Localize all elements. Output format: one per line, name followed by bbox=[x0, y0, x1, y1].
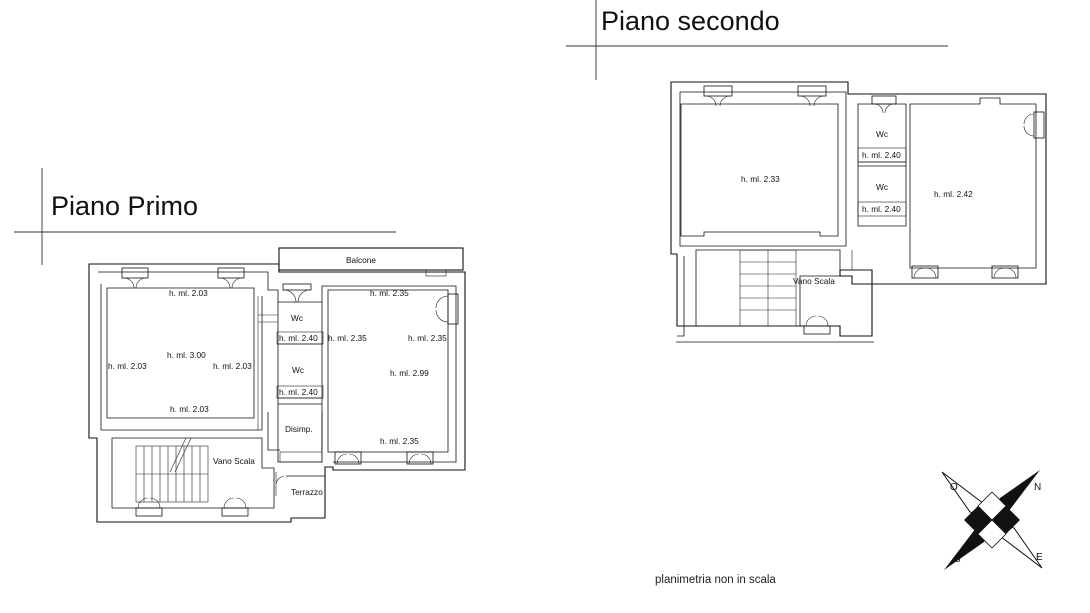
floor2-title: Piano secondo bbox=[601, 6, 780, 36]
height-label: h. ml. 2.35 bbox=[408, 333, 447, 343]
wc-height: h. ml. 2.40 bbox=[279, 387, 318, 397]
compass-south: S bbox=[954, 554, 961, 565]
floor1-stairwell bbox=[111, 437, 275, 509]
height-label: h. ml. 2.03 bbox=[108, 361, 147, 371]
height-label: h. ml. 2.03 bbox=[170, 404, 209, 414]
floor1-title-block: Piano Primo bbox=[14, 168, 396, 265]
window-icon bbox=[282, 283, 312, 303]
window-icon bbox=[135, 497, 163, 517]
floor1-outer-wall bbox=[88, 263, 466, 523]
window-icon bbox=[991, 265, 1019, 279]
wc-label: Wc bbox=[292, 365, 304, 375]
window-icon bbox=[871, 95, 897, 114]
height-label: h. ml. 2.03 bbox=[169, 288, 208, 298]
compass-north: N bbox=[1034, 482, 1041, 493]
window-icon bbox=[803, 315, 831, 335]
balcony bbox=[278, 247, 464, 271]
stair-label: Vano Scala bbox=[793, 276, 835, 286]
window-icon bbox=[703, 85, 733, 107]
door-icon bbox=[275, 472, 285, 496]
height-label: h. ml. 2.35 bbox=[370, 288, 409, 298]
height-label: h. ml. 2.99 bbox=[390, 368, 429, 378]
floor1-title: Piano Primo bbox=[51, 191, 198, 221]
stair-label: Vano Scala bbox=[213, 456, 255, 466]
height-label: h. ml. 2.35 bbox=[328, 333, 367, 343]
wc-height: h. ml. 2.40 bbox=[862, 150, 901, 160]
wc-label: Wc bbox=[876, 129, 888, 139]
window-icon bbox=[121, 267, 149, 289]
height-label: h. ml. 2.35 bbox=[380, 436, 419, 446]
height-label: h. ml. 3.00 bbox=[167, 350, 206, 360]
floor2-left-room bbox=[680, 103, 839, 237]
height-label: h. ml. 2.03 bbox=[213, 361, 252, 371]
floor1-plan: Balcone Wc h. ml. 2.40 bbox=[88, 247, 466, 523]
floor2-plan: h. ml. 2.33 Wc h. ml. 2.40 Wc h. ml. 2.4… bbox=[670, 81, 1047, 343]
floor2-title-block: Piano secondo bbox=[566, 0, 948, 80]
window-icon bbox=[221, 497, 249, 517]
window-icon bbox=[406, 451, 434, 465]
compass-east: E bbox=[1036, 552, 1043, 563]
window-icon bbox=[1023, 111, 1045, 139]
window-icon bbox=[797, 85, 827, 107]
floor1-right-room bbox=[327, 289, 449, 453]
window-icon bbox=[217, 267, 245, 289]
height-label: h. ml. 2.33 bbox=[741, 174, 780, 184]
floor2-stairwell bbox=[695, 249, 841, 327]
terrace-label: Terrazzo bbox=[291, 487, 323, 497]
window-icon bbox=[334, 451, 362, 465]
floor1-left-room bbox=[106, 287, 255, 419]
balcony-label: Balcone bbox=[346, 255, 376, 265]
wc-height: h. ml. 2.40 bbox=[862, 204, 901, 214]
scale-note: planimetria non in scala bbox=[655, 574, 776, 586]
floor2-outer-wall bbox=[670, 81, 1047, 337]
window-icon bbox=[911, 265, 939, 279]
wc-label: Wc bbox=[876, 182, 888, 192]
compass-rose-icon: N O S E bbox=[941, 470, 1043, 570]
height-label: h. ml. 2.42 bbox=[934, 189, 973, 199]
wc-height: h. ml. 2.40 bbox=[279, 333, 318, 343]
compass-west: O bbox=[950, 482, 958, 493]
wc-label: Wc bbox=[291, 313, 303, 323]
hall-label: Disimp. bbox=[285, 424, 313, 434]
window-icon bbox=[435, 293, 459, 325]
floor2-right-room bbox=[909, 97, 1037, 269]
